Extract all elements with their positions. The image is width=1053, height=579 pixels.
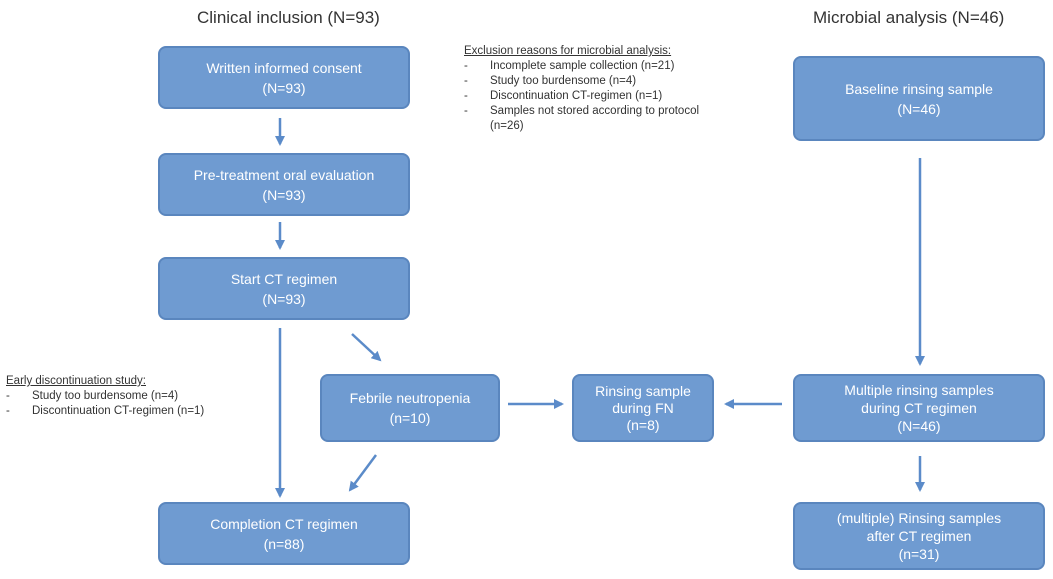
exclusion-reason-item: Discontinuation CT-regimen (n=1): [464, 89, 720, 104]
exclusion-reason-item: Incomplete sample collection (n=21): [464, 59, 720, 74]
multiple-rinsing-during-line1: Multiple rinsing samples: [844, 382, 994, 398]
multiple-rinsing-during-count: (N=46): [897, 418, 941, 434]
clinical-inclusion-heading: Clinical inclusion (N=93): [197, 8, 380, 27]
completion-ct-regimen-label: Completion CT regimen: [210, 515, 358, 532]
multiple-rinsing-after-line2: after CT regimen: [866, 528, 972, 544]
written-consent-count: (N=93): [262, 79, 306, 96]
febrile-neutropenia-count: (n=10): [389, 410, 431, 426]
exclusion-reason-item: Study too burdensome (n=4): [464, 74, 720, 89]
baseline-rinsing-sample-count: (N=46): [897, 100, 941, 117]
exclusion-reasons-note: Exclusion reasons for microbial analysis…: [464, 44, 720, 134]
start-ct-regimen-box: Start CT regimen (N=93): [158, 257, 410, 320]
baseline-rinsing-sample-label: Baseline rinsing sample: [845, 80, 993, 97]
early-discontinuation-item: Study too burdensome (n=4): [6, 389, 204, 404]
early-discontinuation-title: Early discontinuation study:: [6, 375, 146, 387]
microbial-analysis-heading: Microbial analysis (N=46): [813, 8, 1005, 27]
multiple-rinsing-after-box: (multiple) Rinsing samples after CT regi…: [793, 502, 1045, 570]
multiple-rinsing-after-count: (n=31): [898, 546, 940, 562]
arrow-febrile-to-completion: [348, 454, 378, 492]
pretreatment-evaluation-label: Pre-treatment oral evaluation: [193, 166, 375, 183]
written-consent-box: Written informed consent (N=93): [158, 46, 410, 109]
rinsing-sample-fn-line1: Rinsing sample: [595, 382, 691, 399]
pretreatment-evaluation-box: Pre-treatment oral evaluation (N=93): [158, 153, 410, 216]
exclusion-reason-text: Samples not stored according to protocol…: [490, 105, 700, 132]
exclusion-reason-item: Samples not stored according to protocol…: [464, 104, 720, 134]
rinsing-sample-fn-box: Rinsing sample during FN (n=8): [572, 374, 714, 442]
rinsing-sample-fn-line2: during FN: [612, 399, 674, 416]
exclusion-reasons-list: Incomplete sample collection (n=21) Stud…: [464, 59, 720, 134]
start-ct-regimen-count: (N=93): [262, 290, 306, 307]
completion-ct-regimen-box: Completion CT regimen (n=88): [158, 502, 410, 565]
pretreatment-evaluation-count: (N=93): [262, 186, 306, 203]
baseline-rinsing-sample-box: Baseline rinsing sample (N=46): [793, 56, 1045, 141]
start-ct-regimen-label: Start CT regimen: [230, 270, 338, 287]
multiple-rinsing-after-line1: (multiple) Rinsing samples: [836, 510, 1002, 526]
early-discontinuation-item: Discontinuation CT-regimen (n=1): [6, 404, 204, 419]
written-consent-label: Written informed consent: [206, 59, 362, 76]
early-discontinuation-list: Study too burdensome (n=4) Discontinuati…: [6, 389, 204, 419]
febrile-neutropenia-label: Febrile neutropenia: [349, 390, 471, 406]
early-discontinuation-note: Early discontinuation study: Study too b…: [6, 374, 204, 419]
febrile-neutropenia-box: Febrile neutropenia (n=10): [320, 374, 500, 442]
multiple-rinsing-during-box: Multiple rinsing samples during CT regim…: [793, 374, 1045, 442]
completion-ct-regimen-count: (n=88): [263, 535, 305, 552]
exclusion-reasons-title: Exclusion reasons for microbial analysis…: [464, 45, 672, 57]
rinsing-sample-fn-count: (n=8): [626, 416, 660, 433]
arrow-start-to-febrile: [351, 333, 382, 362]
multiple-rinsing-during-line2: during CT regimen: [861, 400, 977, 416]
